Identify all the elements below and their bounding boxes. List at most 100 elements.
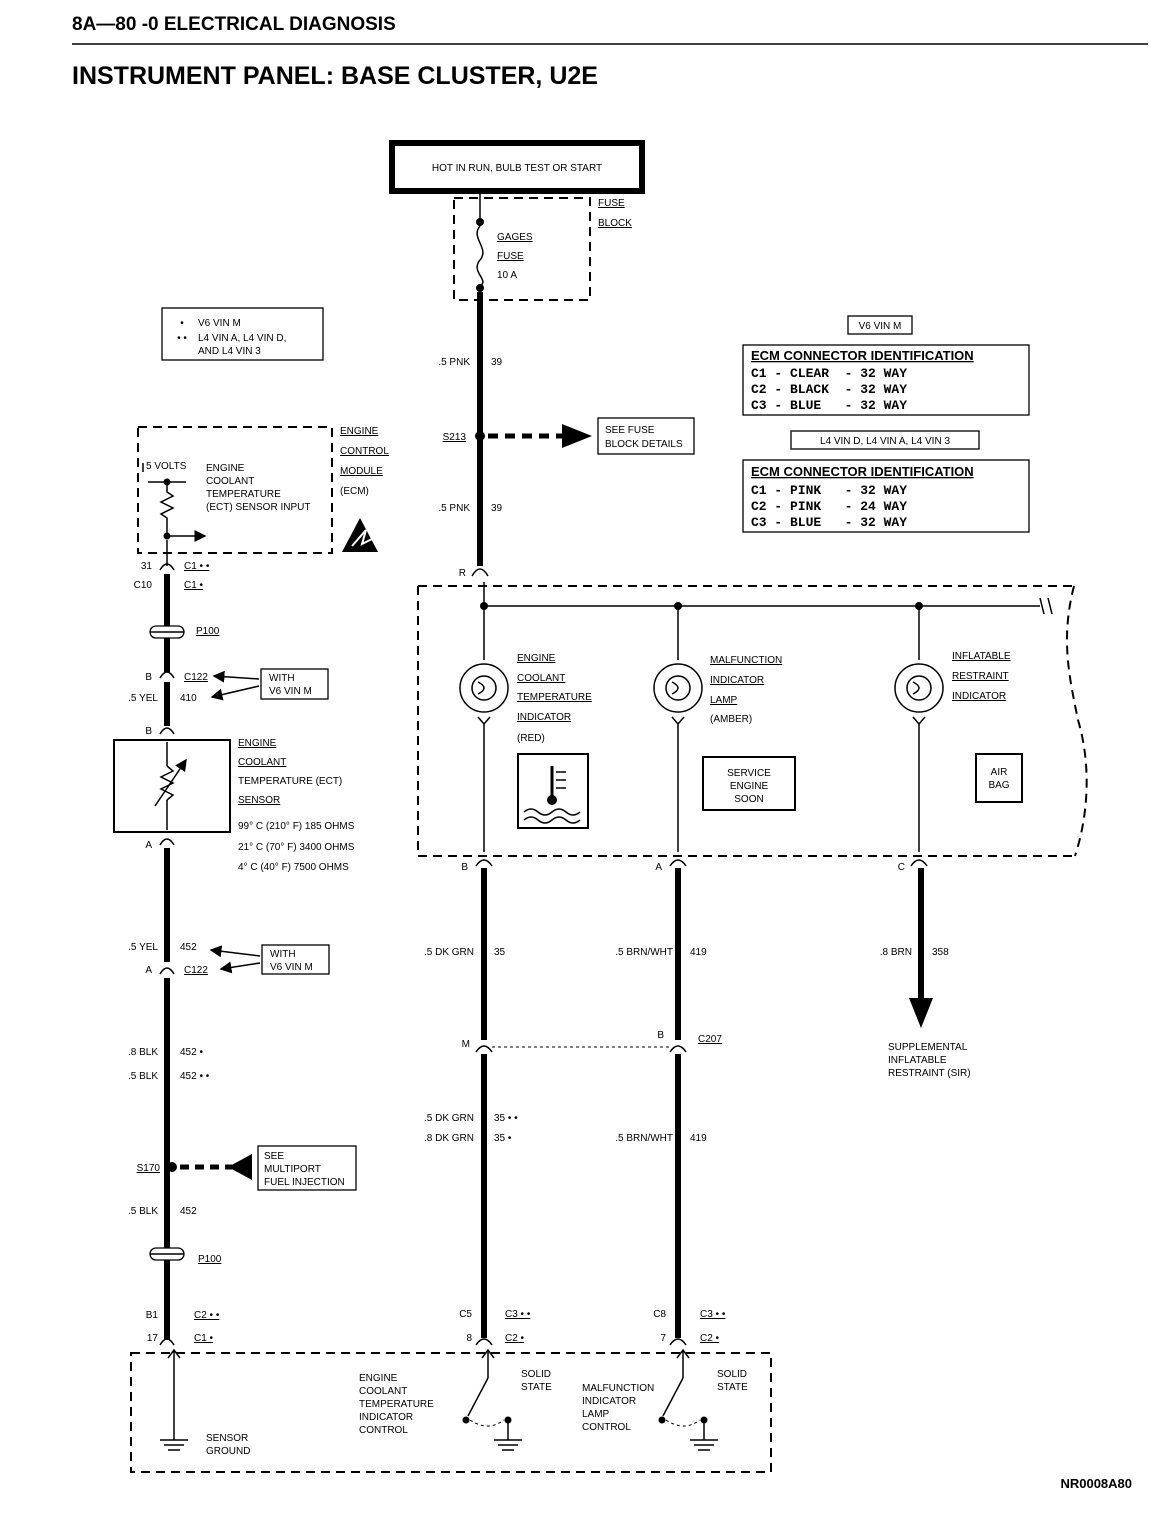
cluster-outline <box>417 585 1075 857</box>
see-mfi-1: SEE <box>264 1151 284 1162</box>
with-v6-arrow-4 <box>219 961 261 974</box>
splice-s170-label: S170 <box>137 1163 161 1174</box>
mil-ctrl-1: MALFUNCTION <box>582 1383 654 1394</box>
with-v6-box-bottom <box>261 944 330 975</box>
ect-ind-2: COOLANT <box>517 673 565 684</box>
ect-ctrl-5: CONTROL <box>359 1425 408 1436</box>
connector-c2-right <box>669 1338 687 1346</box>
mil-1: MALFUNCTION <box>710 655 782 666</box>
wire-358-label: .8 BRN <box>880 947 912 958</box>
conn-c2-left: C2 • • <box>194 1310 220 1321</box>
s170-arrow-icon <box>228 1154 252 1180</box>
fuse-terminal-bottom <box>476 284 484 292</box>
resistance-1: 99° C (210° F) 185 OHMS <box>238 821 355 832</box>
ect-ctrl-2: COOLANT <box>359 1386 407 1397</box>
ect-bulb-icon <box>459 663 509 713</box>
sir-3: INDICATOR <box>952 691 1006 702</box>
mil-bulb-filament <box>671 681 679 695</box>
mil-2: INDICATOR <box>710 675 764 686</box>
ect-ind-4: INDICATOR <box>517 712 571 723</box>
pin-c8: C8 <box>653 1309 666 1320</box>
wire-yel-label: .5 YEL <box>128 693 158 704</box>
resistance-3: 4° C (40° F) 7500 OHMS <box>238 862 349 873</box>
ecm-v6-title: ECM CONNECTOR IDENTIFICATION <box>751 348 974 363</box>
connector-c122-bottom <box>159 967 175 975</box>
connector-c122-top <box>159 671 175 679</box>
fuse-label-2: FUSE <box>497 251 524 262</box>
sir-1: INFLATABLE <box>952 651 1011 662</box>
conn-c1-a: C1 • • <box>184 561 210 572</box>
blk5b-circuit: 452 <box>180 1206 197 1217</box>
wire-39-label-b: .5 PNK <box>438 503 470 514</box>
conn-c1-left: C1 • <box>194 1333 214 1344</box>
c122-bottom-label: C122 <box>184 965 208 976</box>
blk5-label: .5 BLK <box>128 1071 158 1082</box>
ect-sensor-box <box>113 739 231 833</box>
fuse-block <box>453 197 591 301</box>
solid-state-2a: SOLID <box>717 1369 747 1380</box>
ecm-v6-tag-label: V6 VIN M <box>859 321 902 332</box>
ect-ind-1: ENGINE <box>517 653 556 664</box>
legend-two-dot-label-2: AND L4 VIN 3 <box>198 346 261 357</box>
see-fuse-box <box>597 417 695 455</box>
esd-hand-icon <box>351 529 375 547</box>
legend-box <box>161 307 324 361</box>
ecm-l4-tag-label: L4 VIN D, L4 VIN A, L4 VIN 3 <box>820 436 951 447</box>
pin-a-c122: A <box>145 965 152 976</box>
blk8-circuit: 452 • <box>180 1047 203 1058</box>
thermometer-bulb <box>547 795 557 805</box>
wire-419-label-b: .5 BRN/WHT <box>615 1133 673 1144</box>
ecm-label-1: ENGINE <box>340 426 379 437</box>
blk5b-label: .5 BLK <box>128 1206 158 1217</box>
pin-7: 7 <box>660 1333 666 1344</box>
ecm-label-4: (ECM) <box>340 486 369 497</box>
mil-bulb-inner <box>665 675 691 701</box>
sensor-connector-a <box>159 838 175 846</box>
sir-2: RESTRAINT <box>952 671 1009 682</box>
ecm-label-2: CONTROL <box>340 446 389 457</box>
circuit-39-label-b: 39 <box>491 503 503 514</box>
pin-r-label: R <box>459 568 466 579</box>
p100-top-label: P100 <box>196 626 220 637</box>
see-mfi-box <box>257 1145 357 1191</box>
wire-yel2-label: .5 YEL <box>128 942 158 953</box>
see-mfi-3: FUEL INJECTION <box>264 1177 345 1188</box>
solid-state-2b: STATE <box>717 1382 748 1393</box>
sensor-pin-a: A <box>145 840 152 851</box>
mil-switch-blade <box>662 1377 684 1417</box>
ect-input-4: (ECT) SENSOR INPUT <box>206 502 310 513</box>
sensor-pin-b: B <box>145 726 152 737</box>
sir-bulb-arrow <box>912 716 926 726</box>
with-v6-bottom-2: V6 VIN M <box>270 962 313 973</box>
cluster-connector-c <box>910 859 928 867</box>
ecm-v6-row-3: C3 - BLUE - 32 WAY <box>751 398 907 413</box>
fuse-block-label-2: BLOCK <box>598 218 632 229</box>
ses-1: SERVICE <box>727 768 771 779</box>
pin-b-c207: B <box>657 1030 664 1041</box>
see-fuse-line-1: SEE FUSE <box>605 425 655 436</box>
cluster-pin-a: A <box>655 862 662 873</box>
c207-label: C207 <box>698 1034 722 1045</box>
ses-2: ENGINE <box>730 781 769 792</box>
ect-ctrl-4: INDICATOR <box>359 1412 413 1423</box>
ect-bulb-inner <box>471 675 497 701</box>
wire-419-label-a: .5 BRN/WHT <box>615 947 673 958</box>
mil-bulb-icon <box>653 663 703 713</box>
ect-input-2: COOLANT <box>206 476 254 487</box>
fuse-label-1: GAGES <box>497 232 533 243</box>
ect-ind-3: TEMPERATURE <box>517 692 592 703</box>
ecm-l4-row-1: C1 - PINK - 32 WAY <box>751 483 907 498</box>
connector-c2-mid <box>475 1338 493 1346</box>
mil-switch-contact-1 <box>658 1416 666 1424</box>
ect-switch-contact-1 <box>462 1416 470 1424</box>
circuit-452-label: 452 <box>180 942 197 953</box>
ect-ctrl-3: TEMPERATURE <box>359 1399 434 1410</box>
connector-r <box>471 568 489 577</box>
splice-s170 <box>167 1162 177 1172</box>
sensor-label-3: TEMPERATURE (ECT) <box>238 776 342 787</box>
solid-state-1b: STATE <box>521 1382 552 1393</box>
ect-bulb-filament <box>477 681 485 695</box>
conn-c3-mid: C3 • • <box>505 1309 531 1320</box>
ecm-top-box <box>137 426 333 554</box>
coolant-wave-1 <box>523 808 581 816</box>
